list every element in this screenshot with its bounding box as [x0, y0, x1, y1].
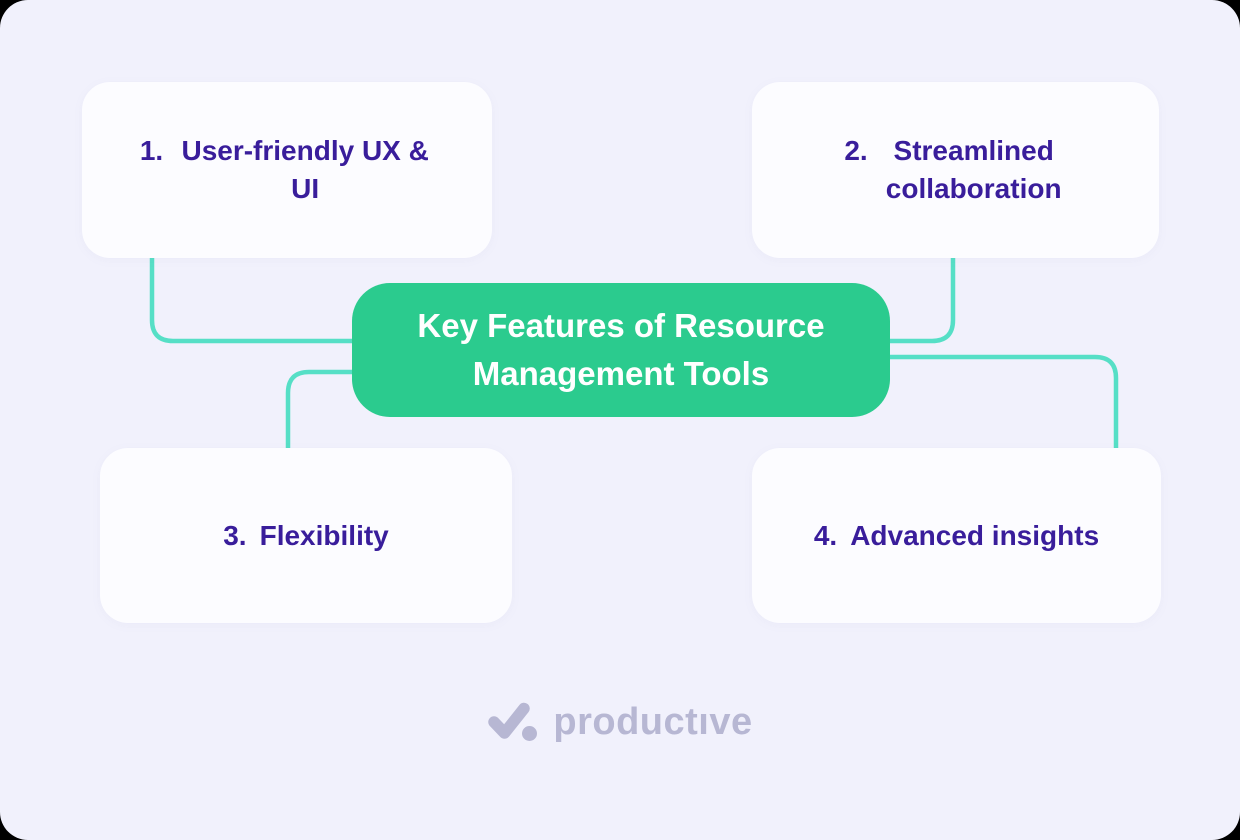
feature-number: 2. — [844, 135, 868, 166]
feature-text: 1. User-friendly UX & UI — [140, 132, 434, 208]
feature-label: Streamlined collaboration — [885, 135, 1062, 204]
feature-card-advanced-insights: 4. Advanced insights — [752, 448, 1161, 623]
feature-text: 2. Streamlined collaboration — [844, 132, 1066, 208]
feature-card-flexibility: 3. Flexibility — [100, 448, 512, 623]
feature-number: 1. — [139, 135, 164, 166]
feature-card-streamlined-collaboration: 2. Streamlined collaboration — [752, 82, 1159, 258]
connector-central-to-card4 — [889, 354, 1119, 449]
feature-card-user-friendly: 1. User-friendly UX & UI — [82, 82, 492, 258]
central-topic: Key Features of Resource Management Tool… — [352, 283, 890, 417]
feature-label: Flexibility — [259, 519, 389, 551]
feature-label: Advanced insights — [850, 519, 1100, 551]
brand-wordmark: productıve — [553, 700, 753, 743]
checkmark-with-dot-icon — [488, 702, 538, 741]
feature-label: User-friendly UX & UI — [181, 135, 429, 204]
brand-logo: productıve — [0, 700, 1240, 744]
central-topic-title: Key Features of Resource Management Tool… — [417, 307, 825, 392]
feature-text: 4. Advanced insights — [814, 517, 1099, 555]
connector-central-to-card3 — [285, 369, 353, 449]
feature-number: 3. — [223, 519, 247, 551]
connector-card2-to-central — [889, 258, 956, 344]
connector-card1-to-central — [149, 258, 353, 344]
feature-number: 4. — [813, 519, 838, 551]
feature-text: 3. Flexibility — [223, 517, 389, 555]
